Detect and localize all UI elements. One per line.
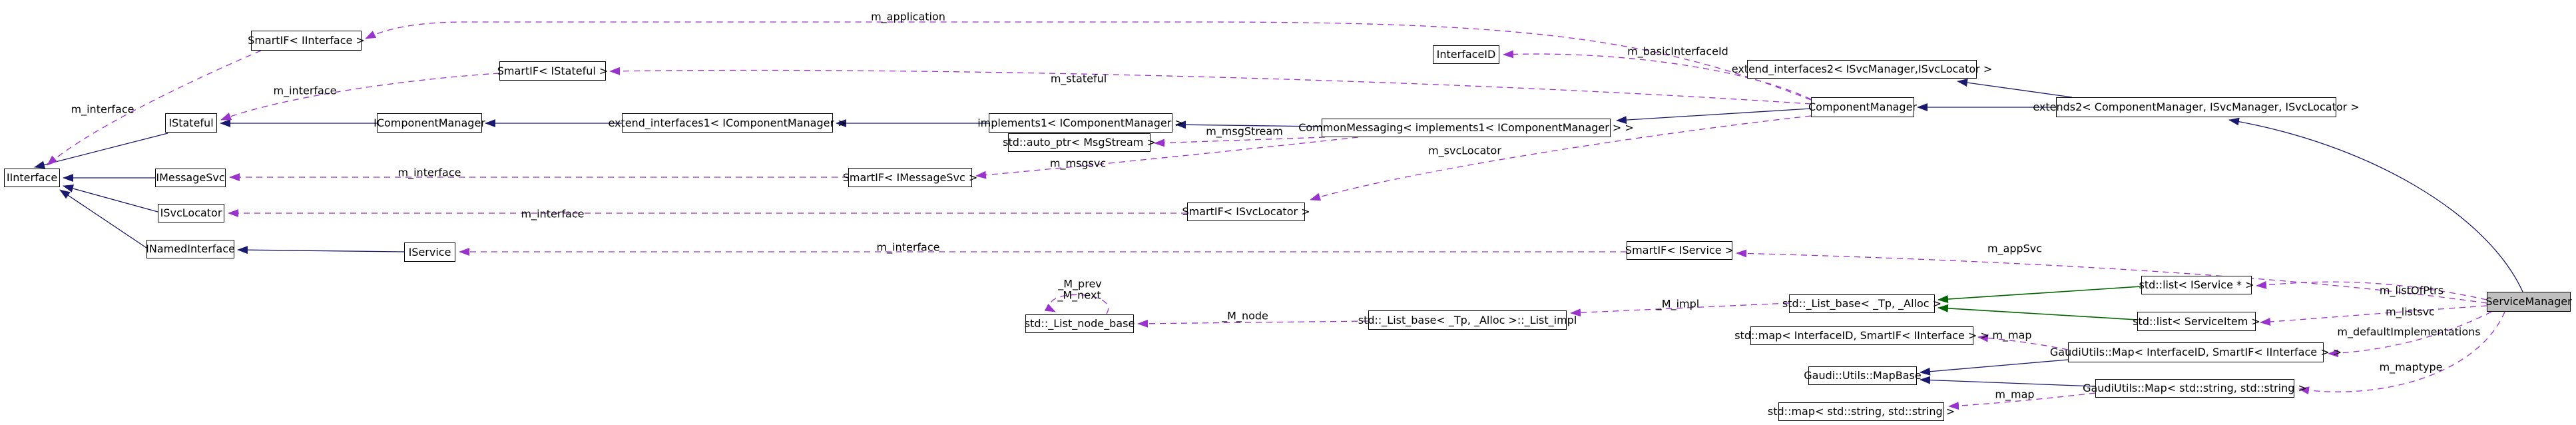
node-gaudimap_interfaceid[interactable]: GaudiUtils::Map< InterfaceID, SmartIF< I… xyxy=(2050,342,2342,362)
edge-smartif_iinterface-to-iinterface xyxy=(47,50,262,166)
label-m_maptype: m_maptype xyxy=(2379,360,2443,374)
label-m_stateful: m_stateful xyxy=(1050,72,1107,85)
label-_M_node: _M_node xyxy=(1222,309,1268,322)
label-m_map-interfaceid: m_map xyxy=(1992,328,2032,342)
node-icomponentmanager[interactable]: IComponentManager xyxy=(374,113,485,133)
edges-group xyxy=(34,21,2523,410)
edge-gaudimap_interfaceid-to-std_map_interfaceid xyxy=(1977,334,2069,350)
node-mapbase[interactable]: Gaudi::Utils::MapBase xyxy=(1804,366,1922,385)
label-m_defaultImplementations: m_defaultImplementations xyxy=(2337,325,2481,338)
node-iinterface[interactable]: IInterface xyxy=(4,169,60,187)
node-isvclocator[interactable]: ISvcLocator xyxy=(158,204,224,222)
label-_M_impl: _M_impl xyxy=(1656,297,1700,310)
label-_M_next: _M_next xyxy=(1057,288,1101,302)
edge-servicemanager-to-smartif_iservice xyxy=(1736,249,2487,304)
edge-componentmanager-to-interfaceid xyxy=(1503,50,1812,100)
node-istateful[interactable]: IStateful xyxy=(165,113,217,133)
node-std_map_interfaceid[interactable]: std::map< InterfaceID, SmartIF< IInterfa… xyxy=(1734,326,1989,345)
node-auto_ptr_msgstream[interactable]: std::auto_ptr< MsgStream > xyxy=(1003,133,1156,152)
node-implements1[interactable]: implements1< IComponentManager > xyxy=(977,113,1184,133)
edge-servicemanager-to-gaudimap_interfaceid xyxy=(2328,311,2492,358)
edge-componentmanager-to-smartif_iinterface xyxy=(365,21,1812,101)
edge-componentmanager-to-smartif_isvclocator xyxy=(1310,115,1812,201)
edge-extends2-to-extend_interfaces2 xyxy=(1957,79,2073,98)
node-iservice[interactable]: IService xyxy=(404,242,455,262)
edge-smartif_istateful-to-istateful xyxy=(220,73,500,121)
node-servicemanager: ServiceManager xyxy=(2485,292,2572,312)
edge-list_serviceitem-to-list_base xyxy=(1937,304,2138,320)
edge-commonmessaging-to-smartif_imessagesvc xyxy=(975,137,1359,179)
edge-list_iservice-to-list_base xyxy=(1937,286,2142,304)
node-extend_interfaces1[interactable]: extend_interfaces1< IComponentManager > xyxy=(608,113,847,133)
edge-componentmanager-to-commonmessaging xyxy=(1616,108,1812,125)
node-commonmessaging[interactable]: CommonMessaging< implements1< IComponent… xyxy=(1298,119,1634,137)
node-smartif_imessagesvc[interactable]: SmartIF< IMessageSvc > xyxy=(843,168,977,187)
edge-list_impl-to-list_node_base xyxy=(1137,319,1369,328)
label-m_appSvc: m_appSvc xyxy=(1987,242,2043,255)
node-interfaceid[interactable]: InterfaceID xyxy=(1433,45,1499,64)
edge-list_base-to-list_impl xyxy=(1570,302,1790,317)
label-m_msgsvc: m_msgsvc xyxy=(1049,157,1107,170)
label-m_application: m_application xyxy=(871,10,945,23)
edge-gaudimap_interfaceid-to-mapbase xyxy=(1920,359,2069,376)
node-smartif_iinterface[interactable]: SmartIF< IInterface > xyxy=(248,31,365,51)
label-m_basicInterfaceId: m_basicInterfaceId xyxy=(1627,45,1728,58)
node-inamedinterface[interactable]: INamedInterface xyxy=(146,240,235,258)
label-m_listsvc: m_listsvc xyxy=(2386,305,2435,318)
edge-servicemanager-to-gaudimap_string xyxy=(2298,311,2505,395)
edge-servicemanager-to-extends2 xyxy=(2228,117,2523,292)
edge-servicemanager-to-list_iservice xyxy=(2256,280,2487,300)
node-list_base[interactable]: std::_List_base< _Tp, _Alloc > xyxy=(1782,294,1941,313)
node-extend_interfaces2[interactable]: extend_interfaces2< ISvcManager,ISvcLoca… xyxy=(1732,60,1992,79)
label-m_interface-isvclocator: m_interface xyxy=(521,207,585,220)
node-std_map_string[interactable]: std::map< std::string, std::string > xyxy=(1768,402,1955,421)
node-componentmanager[interactable]: ComponentManager xyxy=(1808,97,1917,117)
node-list_iservice[interactable]: std::list< IService * > xyxy=(2139,276,2254,294)
edge-gaudimap_string-to-mapbase xyxy=(1920,376,2096,387)
node-smartif_istateful[interactable]: SmartIF< IStateful > xyxy=(497,61,608,81)
edge-iservice-to-inamedinterface xyxy=(237,246,405,254)
node-list_impl[interactable]: std::_List_base< _Tp, _Alloc >::_List_im… xyxy=(1358,310,1577,330)
edge-inamedinterface-to-iinterface xyxy=(59,189,147,248)
label-m_interface-iinterface: m_interface xyxy=(71,103,134,116)
node-smartif_iservice[interactable]: SmartIF< IService > xyxy=(1625,241,1734,260)
edge-list_node_base-to-list_node_base xyxy=(1044,294,1109,314)
label-m_svcLocator: m_svcLocator xyxy=(1428,144,1501,157)
edge-componentmanager-to-smartif_istateful xyxy=(609,67,1812,105)
label-m_msgStream: m_msgStream xyxy=(1206,125,1283,138)
node-extends2[interactable]: extends2< ComponentManager, ISvcManager,… xyxy=(2033,97,2360,117)
label-m_interface-istateful: m_interface xyxy=(273,84,337,97)
node-smartif_isvclocator[interactable]: SmartIF< ISvcLocator > xyxy=(1182,203,1310,221)
edge-servicemanager-to-list_serviceitem xyxy=(2260,305,2487,326)
edge-commonmessaging-to-auto_ptr_msgstream xyxy=(1154,137,1326,147)
edge-commonmessaging-to-implements1 xyxy=(1175,121,1322,129)
label-m_listOfPtrs: m_listOfPtrs xyxy=(2379,284,2444,297)
node-list_node_base[interactable]: std::_List_node_base xyxy=(1025,314,1135,333)
node-imessagesvc[interactable]: IMessageSvc xyxy=(155,169,226,187)
label-m_interface-imessagesvc: m_interface xyxy=(397,166,461,179)
label-m_map-string: m_map xyxy=(1995,388,2035,401)
edge-gaudimap_string-to-std_map_string xyxy=(1948,392,2096,410)
label-m_interface-iservice: m_interface xyxy=(876,240,940,254)
node-gaudimap_string[interactable]: GaudiUtils::Map< std::string, std::strin… xyxy=(2083,379,2307,398)
node-list_serviceitem[interactable]: std::list< ServiceItem > xyxy=(2133,312,2260,331)
edge-isvclocator-to-iinterface xyxy=(63,185,158,212)
label-_M_prev: _M_prev xyxy=(1058,277,1102,290)
